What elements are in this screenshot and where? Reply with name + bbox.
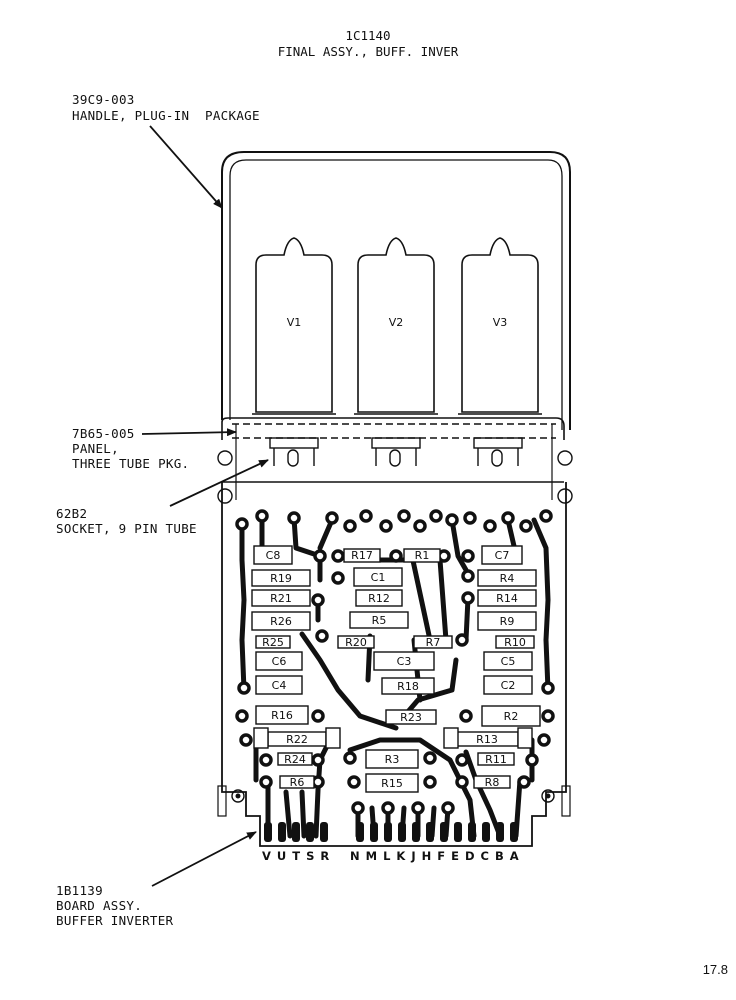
label-c5: C5 (501, 655, 516, 668)
label-r7: R7 (426, 636, 441, 649)
socket-leader-arrow (169, 459, 269, 507)
socket-description: SOCKET, 9 PIN TUBE (56, 521, 197, 536)
panel-description-2: THREE TUBE PKG. (72, 456, 190, 471)
panel-leader-arrow (141, 428, 237, 437)
mount-hole-left (231, 789, 245, 803)
label-r24: R24 (284, 753, 306, 766)
tube-label-v2: V2 (389, 316, 404, 329)
socket-part-number: 62B2 (56, 506, 88, 521)
label-r13: R13 (476, 733, 498, 746)
tube-label-v1: V1 (287, 316, 302, 329)
panel-description-1: PANEL, (72, 441, 119, 456)
edge-connector-fingers (264, 822, 518, 842)
tube-v1 (252, 237, 336, 415)
tube-v2 (354, 237, 438, 415)
label-r1: R1 (415, 549, 430, 562)
pcb-pads (235, 509, 555, 815)
handle-description: HANDLE, PLUG-IN PACKAGE (72, 108, 260, 123)
mount-hole-right (541, 789, 555, 803)
label-r5: R5 (372, 614, 387, 627)
tube-sockets (217, 437, 573, 504)
board-description-1: BOARD ASSY. (56, 898, 143, 913)
handle-leader-arrow (149, 125, 223, 209)
board-leader-arrow (151, 831, 257, 887)
pin-letters-left: V U T S R (262, 849, 330, 863)
component-bodies (251, 545, 541, 793)
label-r12: R12 (368, 592, 390, 605)
label-r19: R19 (270, 572, 292, 585)
label-c4: C4 (272, 679, 287, 692)
panel-part-number: 7B65-005 (72, 426, 135, 441)
label-r2: R2 (504, 710, 519, 723)
pin-letters-right: N M L K J H F E D C B A (350, 849, 520, 863)
board-part-number: 1B1139 (56, 883, 103, 898)
label-r14: R14 (496, 592, 518, 605)
label-r22: R22 (286, 733, 308, 746)
label-r9: R9 (500, 615, 515, 628)
label-r3: R3 (385, 753, 400, 766)
label-r23: R23 (400, 711, 422, 724)
handle-part-number: 39C9-003 (72, 92, 135, 107)
label-c6: C6 (272, 655, 287, 668)
label-c7: C7 (495, 549, 510, 562)
label-c3: C3 (397, 655, 412, 668)
label-r20: R20 (345, 636, 367, 649)
label-r8: R8 (485, 776, 500, 789)
label-c2: C2 (501, 679, 516, 692)
label-r21: R21 (270, 592, 292, 605)
handle-frame (221, 151, 571, 430)
label-r17: R17 (351, 549, 373, 562)
title-description: FINAL ASSY., BUFF. INVER (277, 44, 459, 59)
label-r10: R10 (504, 636, 526, 649)
label-r15: R15 (381, 777, 403, 790)
label-r11: R11 (485, 753, 507, 766)
label-r4: R4 (500, 572, 515, 585)
label-r16: R16 (271, 709, 293, 722)
page-number: 17.8 (702, 962, 728, 977)
label-r25: R25 (262, 636, 284, 649)
label-r26: R26 (270, 615, 292, 628)
title-part-number: 1C1140 (345, 28, 391, 43)
label-r6: R6 (290, 776, 305, 789)
label-c1: C1 (371, 571, 386, 584)
label-r18: R18 (397, 680, 419, 693)
tube-v3 (458, 237, 542, 415)
board-description-2: BUFFER INVERTER (56, 913, 174, 928)
tube-label-v3: V3 (493, 316, 508, 329)
leader-arrows (141, 125, 269, 887)
component-labels: C8 R17 R1 C7 R19 C1 R4 R21 R12 R14 R26 R… (262, 549, 526, 790)
label-c8: C8 (266, 549, 281, 562)
